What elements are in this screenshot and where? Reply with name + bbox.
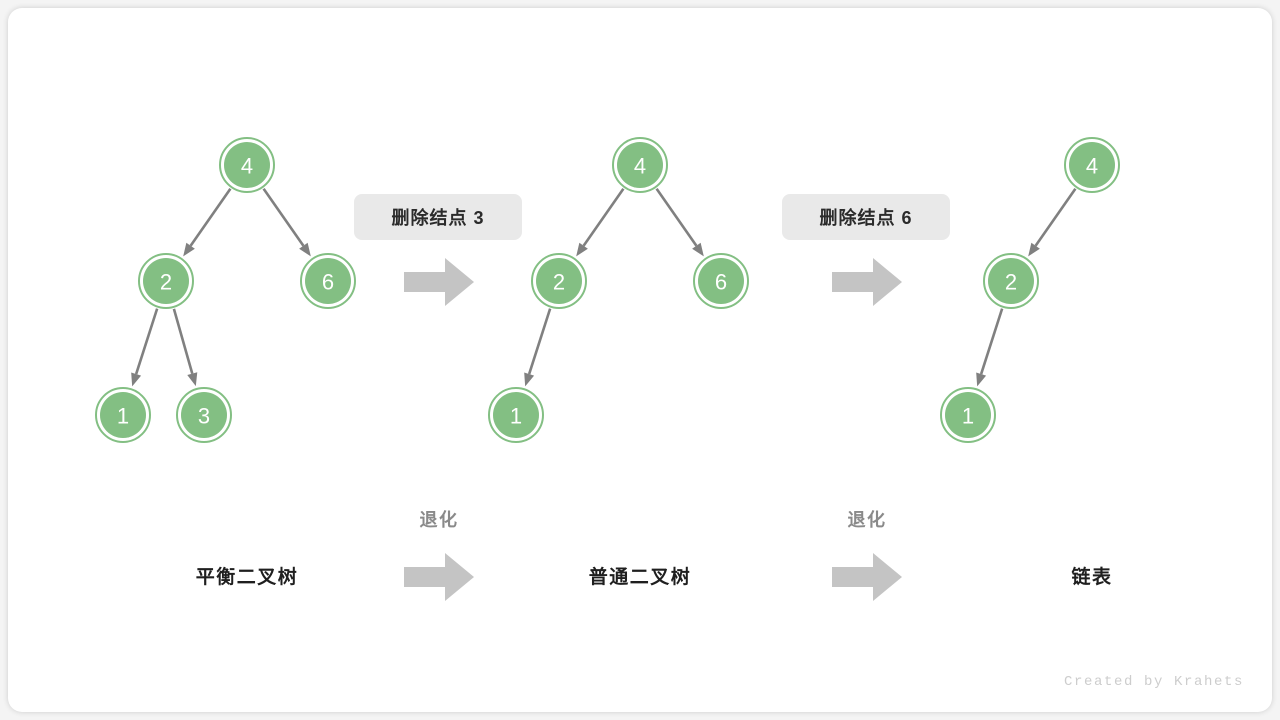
tree-node-label: 2 (553, 270, 565, 295)
tree-node-label: 2 (160, 270, 172, 295)
tree-edge-n4-to-n6 (655, 188, 704, 257)
caption-transition-arrow-1 (404, 553, 474, 601)
tree-transition-arrow-2 (832, 258, 902, 306)
tree-node-1: 1 (488, 387, 544, 443)
tree-node-2: 2 (531, 253, 587, 309)
delete-node-chip-1: 删除结点 3 (354, 194, 522, 240)
tree-node-4: 4 (1064, 137, 1120, 193)
tree-node-6: 6 (693, 253, 749, 309)
tree-node-label: 4 (634, 154, 646, 179)
tree-nodes-layer: 4 2 6 1 3 4 2 6 1 4 2 1 (95, 137, 1120, 443)
tree-node-1: 1 (95, 387, 151, 443)
tree-node-6: 6 (300, 253, 356, 309)
tree-node-2: 2 (983, 253, 1039, 309)
tree-node-3: 3 (176, 387, 232, 443)
tree-edge-n2-to-n1 (976, 308, 1004, 387)
tree-node-label: 1 (510, 404, 522, 429)
figure-card: 4 2 6 1 3 4 2 6 1 4 2 1 删除结点 3 退化 删除结点 6 退化平衡二叉树 普通二叉树 链… (8, 8, 1272, 712)
degeneration-label-2: 退化 (847, 510, 887, 530)
tree-edge-n2-to-n1 (131, 308, 159, 387)
tree-edges-layer (131, 188, 1077, 387)
caption-stage-ordinary: 普通二叉树 (588, 567, 692, 588)
tree-node-label: 1 (117, 404, 129, 429)
tree-edge-n2-to-n1 (524, 308, 552, 387)
tree-node-label: 4 (1086, 154, 1098, 179)
caption-transition-arrow-2 (832, 553, 902, 601)
tree-node-2: 2 (138, 253, 194, 309)
tree-edge-n4-to-n2 (183, 188, 232, 257)
binary-tree-diagram: 4 2 6 1 3 4 2 6 1 4 2 1 (95, 137, 1120, 443)
watermark: Created by Krahets (1063, 674, 1244, 690)
tree-transition-arrow-1 (404, 258, 474, 306)
tree-node-4: 4 (612, 137, 668, 193)
tree-node-label: 4 (241, 154, 253, 179)
tree-edge-n4-to-n2 (576, 188, 625, 257)
tree-edge-n4-to-n6 (262, 188, 311, 257)
tree-edge-n4-to-n2 (1028, 188, 1077, 257)
tree-node-label: 3 (198, 404, 210, 429)
tree-edge-n2-to-n3 (172, 308, 198, 387)
caption-stage-balanced: 平衡二叉树 (195, 567, 299, 588)
tree-node-label: 6 (715, 270, 727, 295)
tree-node-label: 1 (962, 404, 974, 429)
tree-node-label: 2 (1005, 270, 1017, 295)
tree-node-1: 1 (940, 387, 996, 443)
caption-stage-linked-list: 链表 (1071, 567, 1113, 588)
tree-node-label: 6 (322, 270, 334, 295)
degeneration-label-1: 退化 (419, 510, 459, 530)
delete-node-chip-2: 删除结点 6 (782, 194, 950, 240)
tree-node-4: 4 (219, 137, 275, 193)
